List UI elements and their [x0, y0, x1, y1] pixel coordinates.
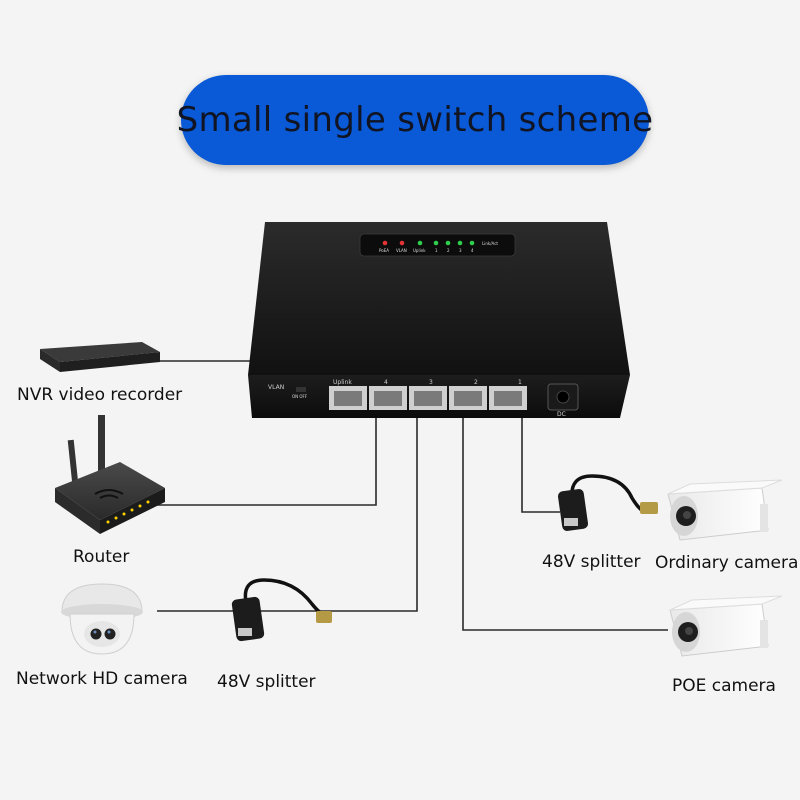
nvr-icon	[40, 342, 160, 372]
cable-poe-camera	[462, 415, 668, 631]
led-label-poe: PoEA	[379, 248, 389, 253]
led-vlan	[399, 240, 405, 246]
port-label-4: 4	[384, 379, 388, 386]
connection-lines	[155, 360, 668, 631]
label-splitter-right: 48V splitter	[542, 552, 641, 572]
led-label-linkact: Link/Act	[482, 241, 498, 246]
dc-label: DC	[557, 411, 566, 418]
poe-switch: PoEA VLAN Uplink 1 2 3 4 Link/Act VLAN O…	[248, 222, 630, 418]
led-uplink	[417, 240, 423, 246]
dome-camera-icon	[61, 583, 143, 655]
front-vlan-label: VLAN	[268, 384, 284, 391]
router-icon	[55, 415, 165, 534]
led-3	[457, 240, 463, 246]
label-splitter-left: 48V splitter	[217, 672, 316, 692]
label-ordinary-camera: Ordinary camera	[655, 553, 799, 573]
led-label-3: 3	[459, 248, 462, 253]
led-4	[469, 240, 475, 246]
label-poe-camera: POE camera	[672, 676, 776, 696]
led-poe	[382, 240, 388, 246]
port-labels: Uplink 4 3 2 1	[333, 379, 522, 386]
led-1	[433, 240, 439, 246]
front-toggle-label: ON OFF	[292, 394, 308, 399]
led-label-1: 1	[435, 248, 438, 253]
vlan-toggle	[296, 387, 306, 392]
led-label-vlan: VLAN	[396, 248, 407, 253]
cable-network-camera	[157, 415, 418, 612]
port-label-1: 1	[518, 379, 522, 386]
cable-ordinary-camera	[521, 412, 560, 513]
led-indicators	[382, 240, 475, 246]
led-labels: PoEA VLAN Uplink 1 2 3 4 Link/Act	[379, 241, 498, 253]
led-label-uplink: Uplink	[413, 248, 426, 253]
led-label-4: 4	[471, 248, 474, 253]
label-nvr: NVR video recorder	[17, 385, 183, 405]
ordinary-camera-icon	[667, 479, 783, 541]
port-label-2: 2	[474, 379, 478, 386]
led-panel	[359, 233, 516, 257]
port-label-uplink: Uplink	[333, 379, 352, 386]
label-network-camera: Network HD camera	[16, 669, 188, 689]
diagram-title: Small single switch scheme	[176, 100, 654, 140]
poe-camera-icon	[669, 595, 783, 657]
ethernet-ports	[329, 386, 527, 410]
switch-top	[248, 222, 630, 375]
led-label-2: 2	[447, 248, 450, 253]
title-banner: Small single switch scheme	[177, 75, 653, 165]
cable-router	[155, 410, 377, 506]
label-router: Router	[73, 547, 130, 567]
port-label-3: 3	[429, 379, 433, 386]
splitter-right-icon	[557, 474, 658, 531]
splitter-left-icon	[231, 578, 332, 642]
led-2	[445, 240, 451, 246]
